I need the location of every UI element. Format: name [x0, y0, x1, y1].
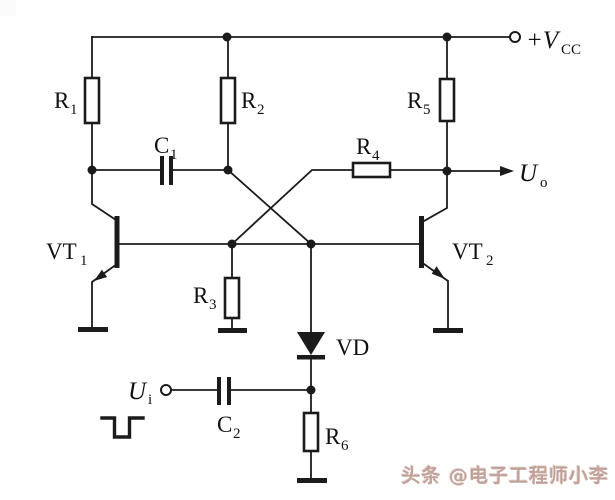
vt1-emitter-arrow [94, 269, 108, 281]
watermark: 头条 @电子工程师小李 [401, 465, 609, 487]
transistor-vt1 [78, 169, 120, 332]
vt1-emitter-wire [91, 262, 119, 328]
label-r3-sub: 3 [209, 297, 217, 313]
junction-dot [223, 165, 233, 175]
vt2-emitter-arrow [431, 266, 445, 279]
c1-plate-left [160, 156, 164, 185]
output-branch [446, 166, 514, 176]
vt2-base-bar [419, 216, 424, 268]
transistor-vt2 [419, 170, 463, 333]
r3-branch [218, 243, 247, 333]
r6-ground-symbol [297, 478, 327, 483]
input-branch [100, 377, 312, 439]
label-vcc-sub: CC [561, 42, 581, 58]
c2-plate-left [217, 377, 221, 405]
junction-dots [87, 32, 452, 395]
uo-arrowhead [500, 166, 514, 176]
label-c1: C [154, 133, 169, 158]
c2-plate-right [227, 377, 231, 405]
resistor-r1-body [83, 76, 101, 125]
label-vt1: VT [46, 239, 77, 264]
label-r5: R [407, 88, 423, 113]
junction-dot [222, 32, 232, 42]
coupling-diagonal-to-vt2 [226, 168, 313, 246]
label-r1-sub: 1 [70, 102, 78, 118]
resistor-r4-body [351, 161, 392, 179]
label-ui-sub: i [148, 392, 152, 408]
label-vd: VD [336, 335, 369, 360]
label-r1: R [54, 88, 70, 113]
label-uo: U [519, 160, 539, 187]
r6-branch [297, 389, 327, 483]
label-vt2-sub: 2 [486, 253, 494, 269]
label-c1-sub: 1 [170, 147, 178, 163]
junction-dot [227, 239, 237, 249]
label-r2: R [241, 88, 257, 113]
label-vt2: VT [452, 239, 483, 264]
vt2-ground-symbol [433, 328, 463, 333]
resistor-r3-body [223, 276, 241, 320]
junction-dot [442, 166, 452, 176]
coupling-diagonal-to-r4 [230, 169, 354, 246]
capacitor-c1 [91, 156, 229, 185]
vcc-terminal [509, 31, 521, 43]
label-ui: U [128, 378, 148, 405]
label-r6-sub: 6 [341, 438, 349, 454]
resistor-r2-body [219, 76, 237, 125]
negative-pulse-icon [100, 416, 145, 439]
r3-ground-symbol [218, 328, 247, 333]
label-r6: R [325, 424, 341, 449]
label-r2-sub: 2 [257, 102, 265, 118]
label-vcc: +V [526, 27, 561, 54]
vt2-collector-wire [422, 170, 448, 223]
vt1-collector-wire [91, 169, 118, 222]
label-vt1-sub: 1 [80, 253, 88, 269]
label-c2: C [217, 412, 232, 437]
vt1-ground-symbol [78, 327, 108, 332]
junction-dot [442, 32, 452, 42]
junction-dot [306, 385, 316, 395]
corner-artifact [0, 0, 16, 16]
resistor-r6-body [302, 411, 320, 453]
r2-branch [219, 36, 237, 171]
ui-terminal [160, 384, 172, 396]
diode-vd [297, 243, 325, 391]
r1-branch [83, 36, 101, 171]
junction-dot [87, 165, 97, 175]
r5-branch [438, 36, 456, 172]
label-r4: R [356, 134, 372, 159]
vd-cathode-bar [297, 355, 325, 360]
cross-coupling [226, 161, 448, 246]
vt2-emitter-wire [422, 262, 449, 329]
junction-dot [306, 239, 316, 249]
resistor-r5-body [438, 77, 456, 123]
label-uo-sub: o [540, 175, 548, 191]
label-r3: R [193, 283, 209, 308]
vd-triangle [297, 332, 325, 355]
label-c2-sub: 2 [233, 426, 241, 442]
power-rail [91, 31, 521, 43]
label-r5-sub: 5 [423, 102, 431, 118]
label-r4-sub: 4 [372, 148, 380, 164]
vt1-base-bar [114, 216, 120, 268]
c1-plate-right [169, 156, 173, 185]
